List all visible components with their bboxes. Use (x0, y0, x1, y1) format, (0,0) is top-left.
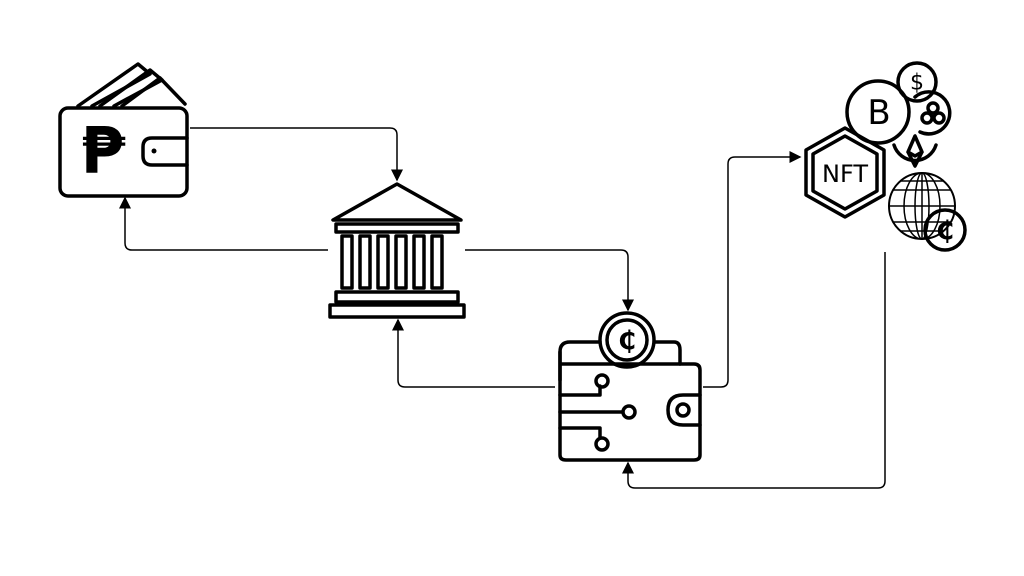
edge-bank-to-wallet (119, 196, 328, 251)
cluster-coin-icon (913, 90, 952, 136)
edge-assets-to-crypto-wallet (622, 252, 886, 489)
dollar-label: $ (910, 71, 924, 96)
crypto-coin-symbol: ₵ (618, 326, 636, 356)
peso-wallet-icon: ₱ (58, 62, 189, 198)
bank-icon (328, 182, 466, 319)
coin-label: ₵ (936, 216, 954, 246)
dollar-icon (896, 61, 938, 103)
digital-assets-icon: NFT B $ ₵ (804, 61, 967, 252)
crypto-wallet-icon: ₵ (558, 311, 702, 462)
coin-icon (923, 208, 967, 252)
peso-symbol: ₱ (81, 115, 126, 189)
bitcoin-label: B (867, 93, 890, 133)
edge-wallet-to-bank (190, 127, 403, 182)
edge-crypto-wallet-to-assets (703, 151, 802, 388)
nft-label: NFT (822, 160, 868, 188)
globe-icon (888, 172, 956, 240)
ethereum-icon (892, 143, 938, 163)
edge-crypto-wallet-to-bank (392, 318, 555, 388)
bitcoin-icon (845, 79, 911, 145)
connectors (119, 127, 886, 489)
edge-bank-to-crypto-wallet (465, 249, 634, 312)
